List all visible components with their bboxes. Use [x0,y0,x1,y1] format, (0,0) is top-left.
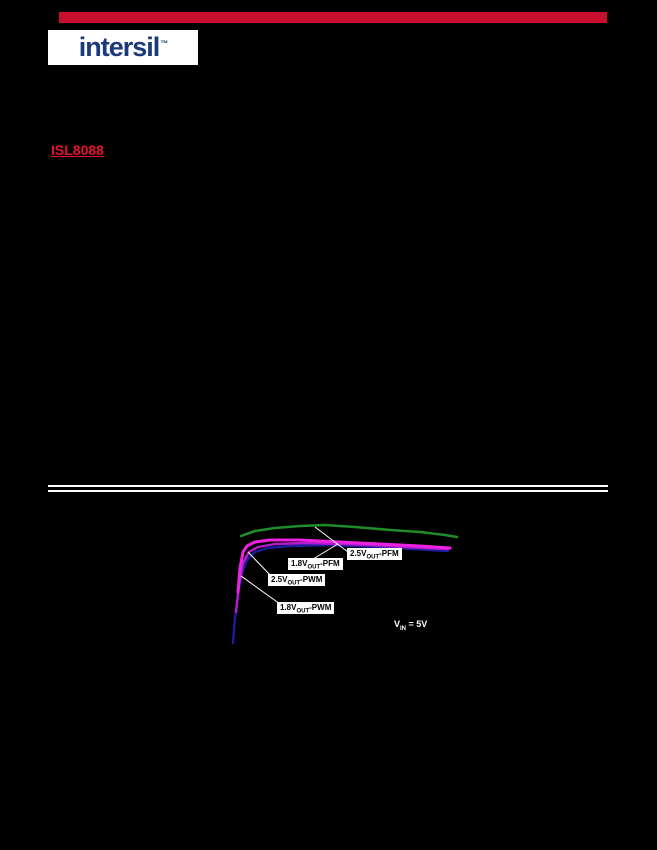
curve-label-suffix: -PFM [320,559,340,568]
trademark-symbol: ™ [160,39,168,48]
curve-label-1v8-pfm: 1.8VOUT-PFM [288,558,343,571]
vin-annotation: VIN = 5V [394,619,428,632]
series-2.5VOUT-PWM [234,541,450,614]
leader-line-1v8-pfm [312,543,339,560]
curve-label-prefix: 2.5V [350,549,367,558]
leader-line-1v8-pwm [240,575,281,605]
curve-label-sub: OUT [287,580,301,587]
vin-annotation-sub: IN [400,625,407,632]
callout-leader-lines [240,526,349,605]
curve-label-prefix: 1.8V [280,603,297,612]
intersil-logo-text: intersil™ [78,32,169,62]
section-divider-rule [48,485,608,492]
series-2.5VOUT-PFM [239,523,459,539]
efficiency-chart [231,523,459,645]
vin-annotation-prefix: V [394,619,401,629]
leader-line-2v5-pwm [247,551,273,578]
header-red-bar [59,12,607,23]
curve-label-sub: OUT [307,564,321,571]
curve-label-2v5-pwm: 2.5VOUT-PWM [268,574,326,587]
curve-label-suffix: -PWM [300,575,323,584]
part-number-link[interactable]: ISL8088 [51,142,104,158]
curve-label-suffix: -PWM [309,603,332,612]
curve-label-suffix: -PFM [379,549,399,558]
intersil-logo-box: intersil™ [48,30,198,65]
leader-line-2v5-pfm [314,526,349,553]
efficiency-curves [231,523,459,645]
series-1.8VOUT-PFM [236,538,452,594]
curve-label-prefix: 2.5V [271,575,288,584]
curve-label-2v5-pfm: 2.5VOUT-PFM [347,548,402,561]
intersil-wordmark: intersil [78,32,161,62]
curve-label-sub: OUT [366,554,380,561]
vin-annotation-suffix: = 5V [406,619,428,629]
curve-label-1v8-pwm: 1.8VOUT-PWM [277,602,335,615]
curve-label-prefix: 1.8V [291,559,308,568]
curve-label-sub: OUT [296,608,310,615]
